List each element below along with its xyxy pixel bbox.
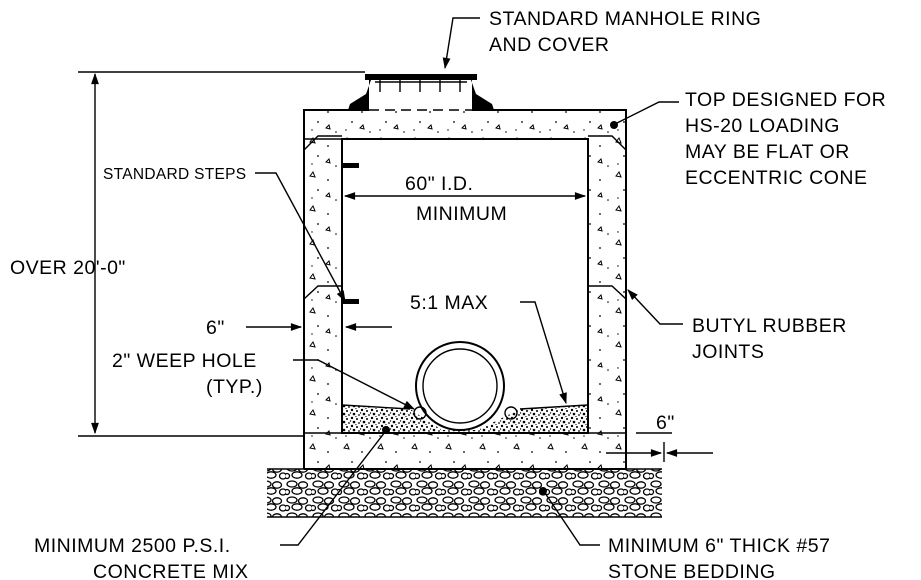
inside-diameter-minimum-label: MINIMUM bbox=[416, 203, 507, 225]
stone-bedding bbox=[267, 468, 662, 518]
butyl-joints-label-line1: BUTYL RUBBER bbox=[692, 315, 847, 337]
pipe-section bbox=[415, 341, 505, 431]
step-upper bbox=[342, 163, 359, 168]
weep-hole-right bbox=[504, 406, 518, 420]
depth-label: OVER 20'-0" bbox=[10, 257, 126, 279]
top-design-label-line3: MAY BE FLAT OR bbox=[685, 141, 850, 163]
slope-label: 5:1 MAX bbox=[410, 292, 488, 314]
concrete-mix-label-line1: MINIMUM 2500 P.S.I. bbox=[34, 535, 231, 557]
manhole-ring-cover bbox=[348, 74, 494, 110]
standard-steps-label: STANDARD STEPS bbox=[103, 166, 246, 183]
weep-hole-label: 2" WEEP HOLE bbox=[112, 350, 257, 372]
weep-hole-left bbox=[413, 406, 427, 420]
concrete-mix-label-line2: CONCRETE MIX bbox=[93, 561, 249, 580]
channel-grout bbox=[342, 405, 588, 433]
top-design-label-line4: ECCENTRIC CONE bbox=[685, 167, 868, 189]
inside-diameter-label: 60" I.D. bbox=[405, 173, 473, 195]
weep-hole-typ-label: (TYP.) bbox=[206, 376, 263, 398]
top-design-label-line2: HS-20 LOADING bbox=[685, 115, 840, 137]
top-design-label-line1: TOP DESIGNED FOR bbox=[685, 89, 886, 111]
butyl-joints-label-line2: JOINTS bbox=[692, 341, 764, 363]
stone-bedding-label-line2: STONE BEDDING bbox=[608, 561, 776, 580]
step-lower bbox=[342, 299, 359, 304]
callout-leaders bbox=[78, 17, 713, 546]
base-thickness-label: 6" bbox=[656, 412, 675, 434]
ring-cover-label-line2: AND COVER bbox=[489, 34, 609, 56]
wall-thickness-label: 6" bbox=[206, 317, 225, 339]
stone-bedding-label-line1: MINIMUM 6" THICK #57 bbox=[608, 535, 830, 557]
ring-cover-label-line1: STANDARD MANHOLE RING bbox=[489, 8, 761, 30]
